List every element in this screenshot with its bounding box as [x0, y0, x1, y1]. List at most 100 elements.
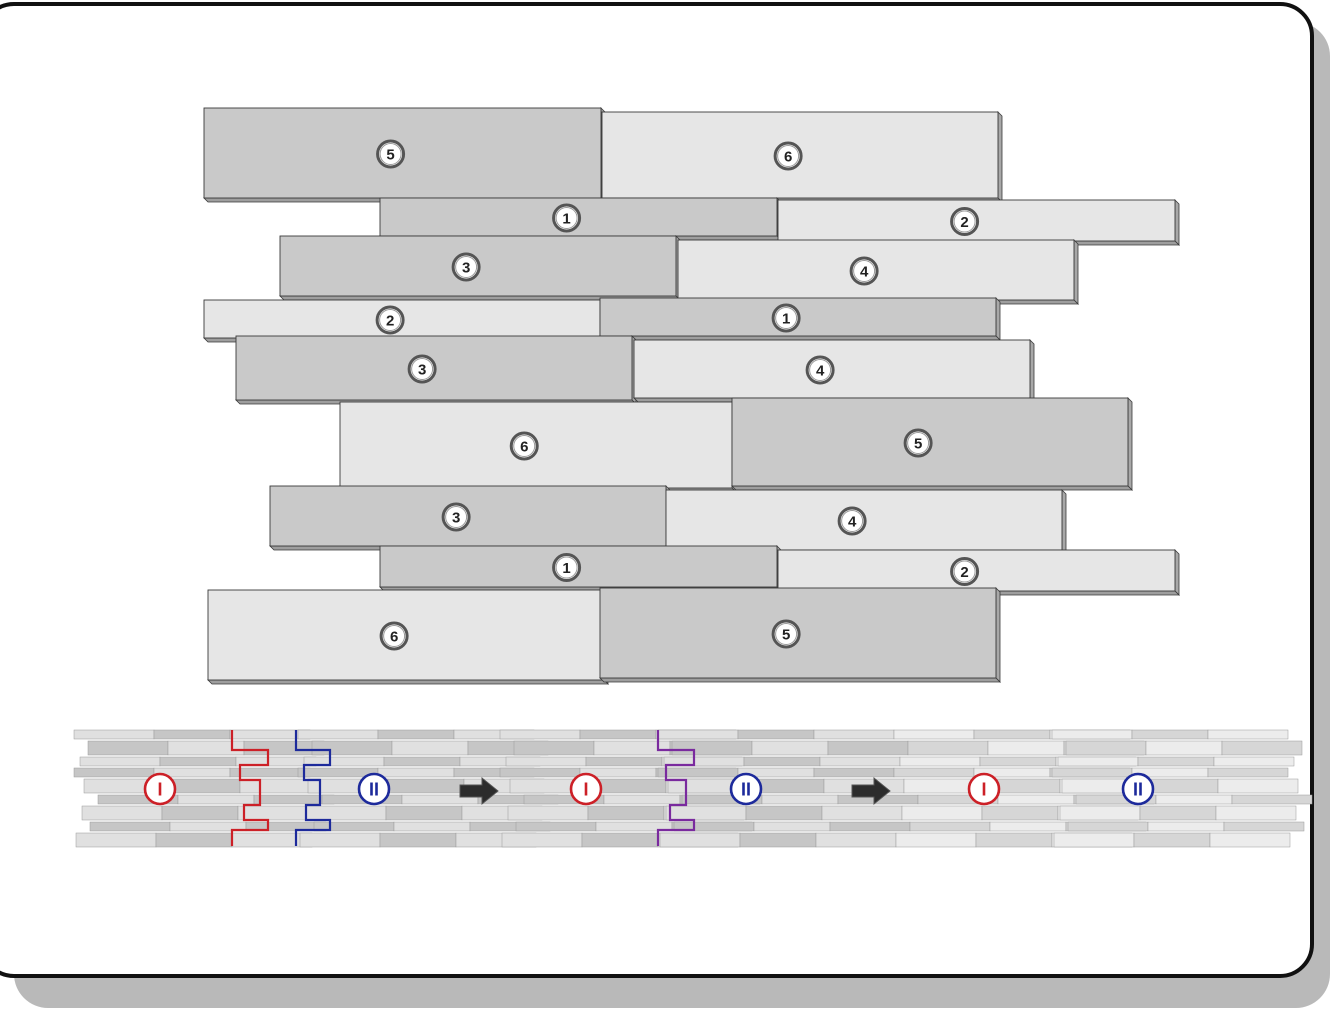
mini-panel [79, 756, 161, 767]
wall-panel: 4 [677, 239, 1079, 305]
wall-panel: 5 [599, 587, 1001, 683]
mini-panel [1053, 832, 1135, 848]
panel-number-badge: 2 [375, 305, 405, 335]
panel-number: 6 [520, 439, 528, 456]
mini-panel [297, 729, 379, 740]
mini-panel [299, 832, 381, 848]
panel-number-badge: 5 [376, 139, 406, 169]
mini-panel [305, 805, 387, 821]
wall-panel: 2 [777, 199, 1180, 246]
mini-panel [737, 729, 815, 740]
mini-panel [899, 756, 981, 767]
panel-number: 6 [784, 149, 792, 166]
mini-panel [1147, 821, 1225, 832]
panel-number-badge: 3 [407, 354, 437, 384]
mini-panel [499, 767, 581, 778]
mini-panel [1065, 740, 1147, 756]
mini-panel [761, 794, 839, 805]
wall-panel: 3 [269, 485, 671, 551]
mini-panel [391, 740, 469, 756]
panel-number: 6 [390, 629, 398, 646]
wall-panel: 6 [601, 111, 1003, 203]
panel-number-badge: 6 [379, 621, 409, 651]
mini-section-two [1051, 729, 1313, 848]
mini-panel [659, 832, 741, 848]
right-arrow-icon [459, 776, 499, 806]
mini-panel [1067, 821, 1149, 832]
mini-section-two [657, 729, 919, 848]
panel-number-badge: 4 [805, 355, 835, 385]
section-marker: II [357, 772, 391, 806]
section-marker-label: I [981, 780, 986, 800]
mini-panel [665, 805, 747, 821]
mini-panel [161, 805, 239, 821]
mini-panel [379, 832, 457, 848]
section-marker: II [1121, 772, 1155, 806]
section-marker-label: II [741, 780, 751, 800]
mini-panel [73, 729, 155, 740]
mini-panel [979, 756, 1057, 767]
mini-panel [1213, 756, 1295, 767]
panel-number: 2 [386, 313, 394, 330]
panel-number-badge: 4 [849, 256, 879, 286]
section-marker: I [967, 772, 1001, 806]
panel-bottom-edge [731, 485, 1133, 491]
section-marker: II [729, 772, 763, 806]
mini-panel [819, 756, 901, 767]
mini-panel [1051, 767, 1133, 778]
mini-panel [1059, 805, 1141, 821]
mini-panel [507, 805, 589, 821]
panel-number-badge: 1 [552, 553, 582, 582]
wall-panel: 1 [599, 297, 1001, 341]
mini-panel [153, 729, 231, 740]
mini-panel [499, 729, 581, 740]
mini-panel [997, 794, 1075, 805]
wall-panel: 6 [207, 589, 609, 685]
mini-panel [177, 794, 255, 805]
panel-number-badge: 5 [903, 428, 933, 458]
mini-panel [311, 740, 393, 756]
mini-panel [657, 729, 739, 740]
mini-panel [1057, 756, 1139, 767]
mini-panel [893, 729, 975, 740]
panel-number-badge: 1 [771, 303, 801, 333]
mini-panel [989, 821, 1067, 832]
mini-panel [1209, 832, 1291, 848]
mini-panel [515, 821, 597, 832]
mini-panel [383, 756, 461, 767]
mini-panel [821, 805, 903, 821]
panel-number-badge: 5 [771, 619, 801, 649]
section-marker: I [569, 772, 603, 806]
mini-panel [513, 740, 595, 756]
wall-panel: 1 [379, 545, 782, 592]
panel-number: 4 [848, 514, 857, 531]
mini-panel [377, 729, 455, 740]
mini-panel [1207, 729, 1289, 740]
right-arrow-icon [851, 776, 891, 806]
panel-number: 1 [562, 211, 570, 228]
wall-panel: 3 [279, 235, 681, 301]
mini-panel [1231, 794, 1313, 805]
panel-number: 3 [462, 260, 470, 277]
mini-panel [671, 740, 753, 756]
mini-panel [81, 805, 163, 821]
mini-panel [1207, 767, 1289, 778]
mini-section-one [73, 729, 335, 848]
wall-panel: 6 [339, 401, 737, 493]
arrow-shape [459, 776, 499, 806]
mini-panel [657, 767, 739, 778]
mini-panel [603, 794, 681, 805]
mini-panel [739, 832, 817, 848]
mini-panel [89, 821, 171, 832]
wall-panel: 4 [633, 339, 1035, 403]
panel-side [1061, 489, 1067, 555]
mini-panel [387, 778, 465, 794]
panel-side [1127, 397, 1133, 491]
mini-panel [1223, 821, 1305, 832]
mini-panel [581, 832, 659, 848]
